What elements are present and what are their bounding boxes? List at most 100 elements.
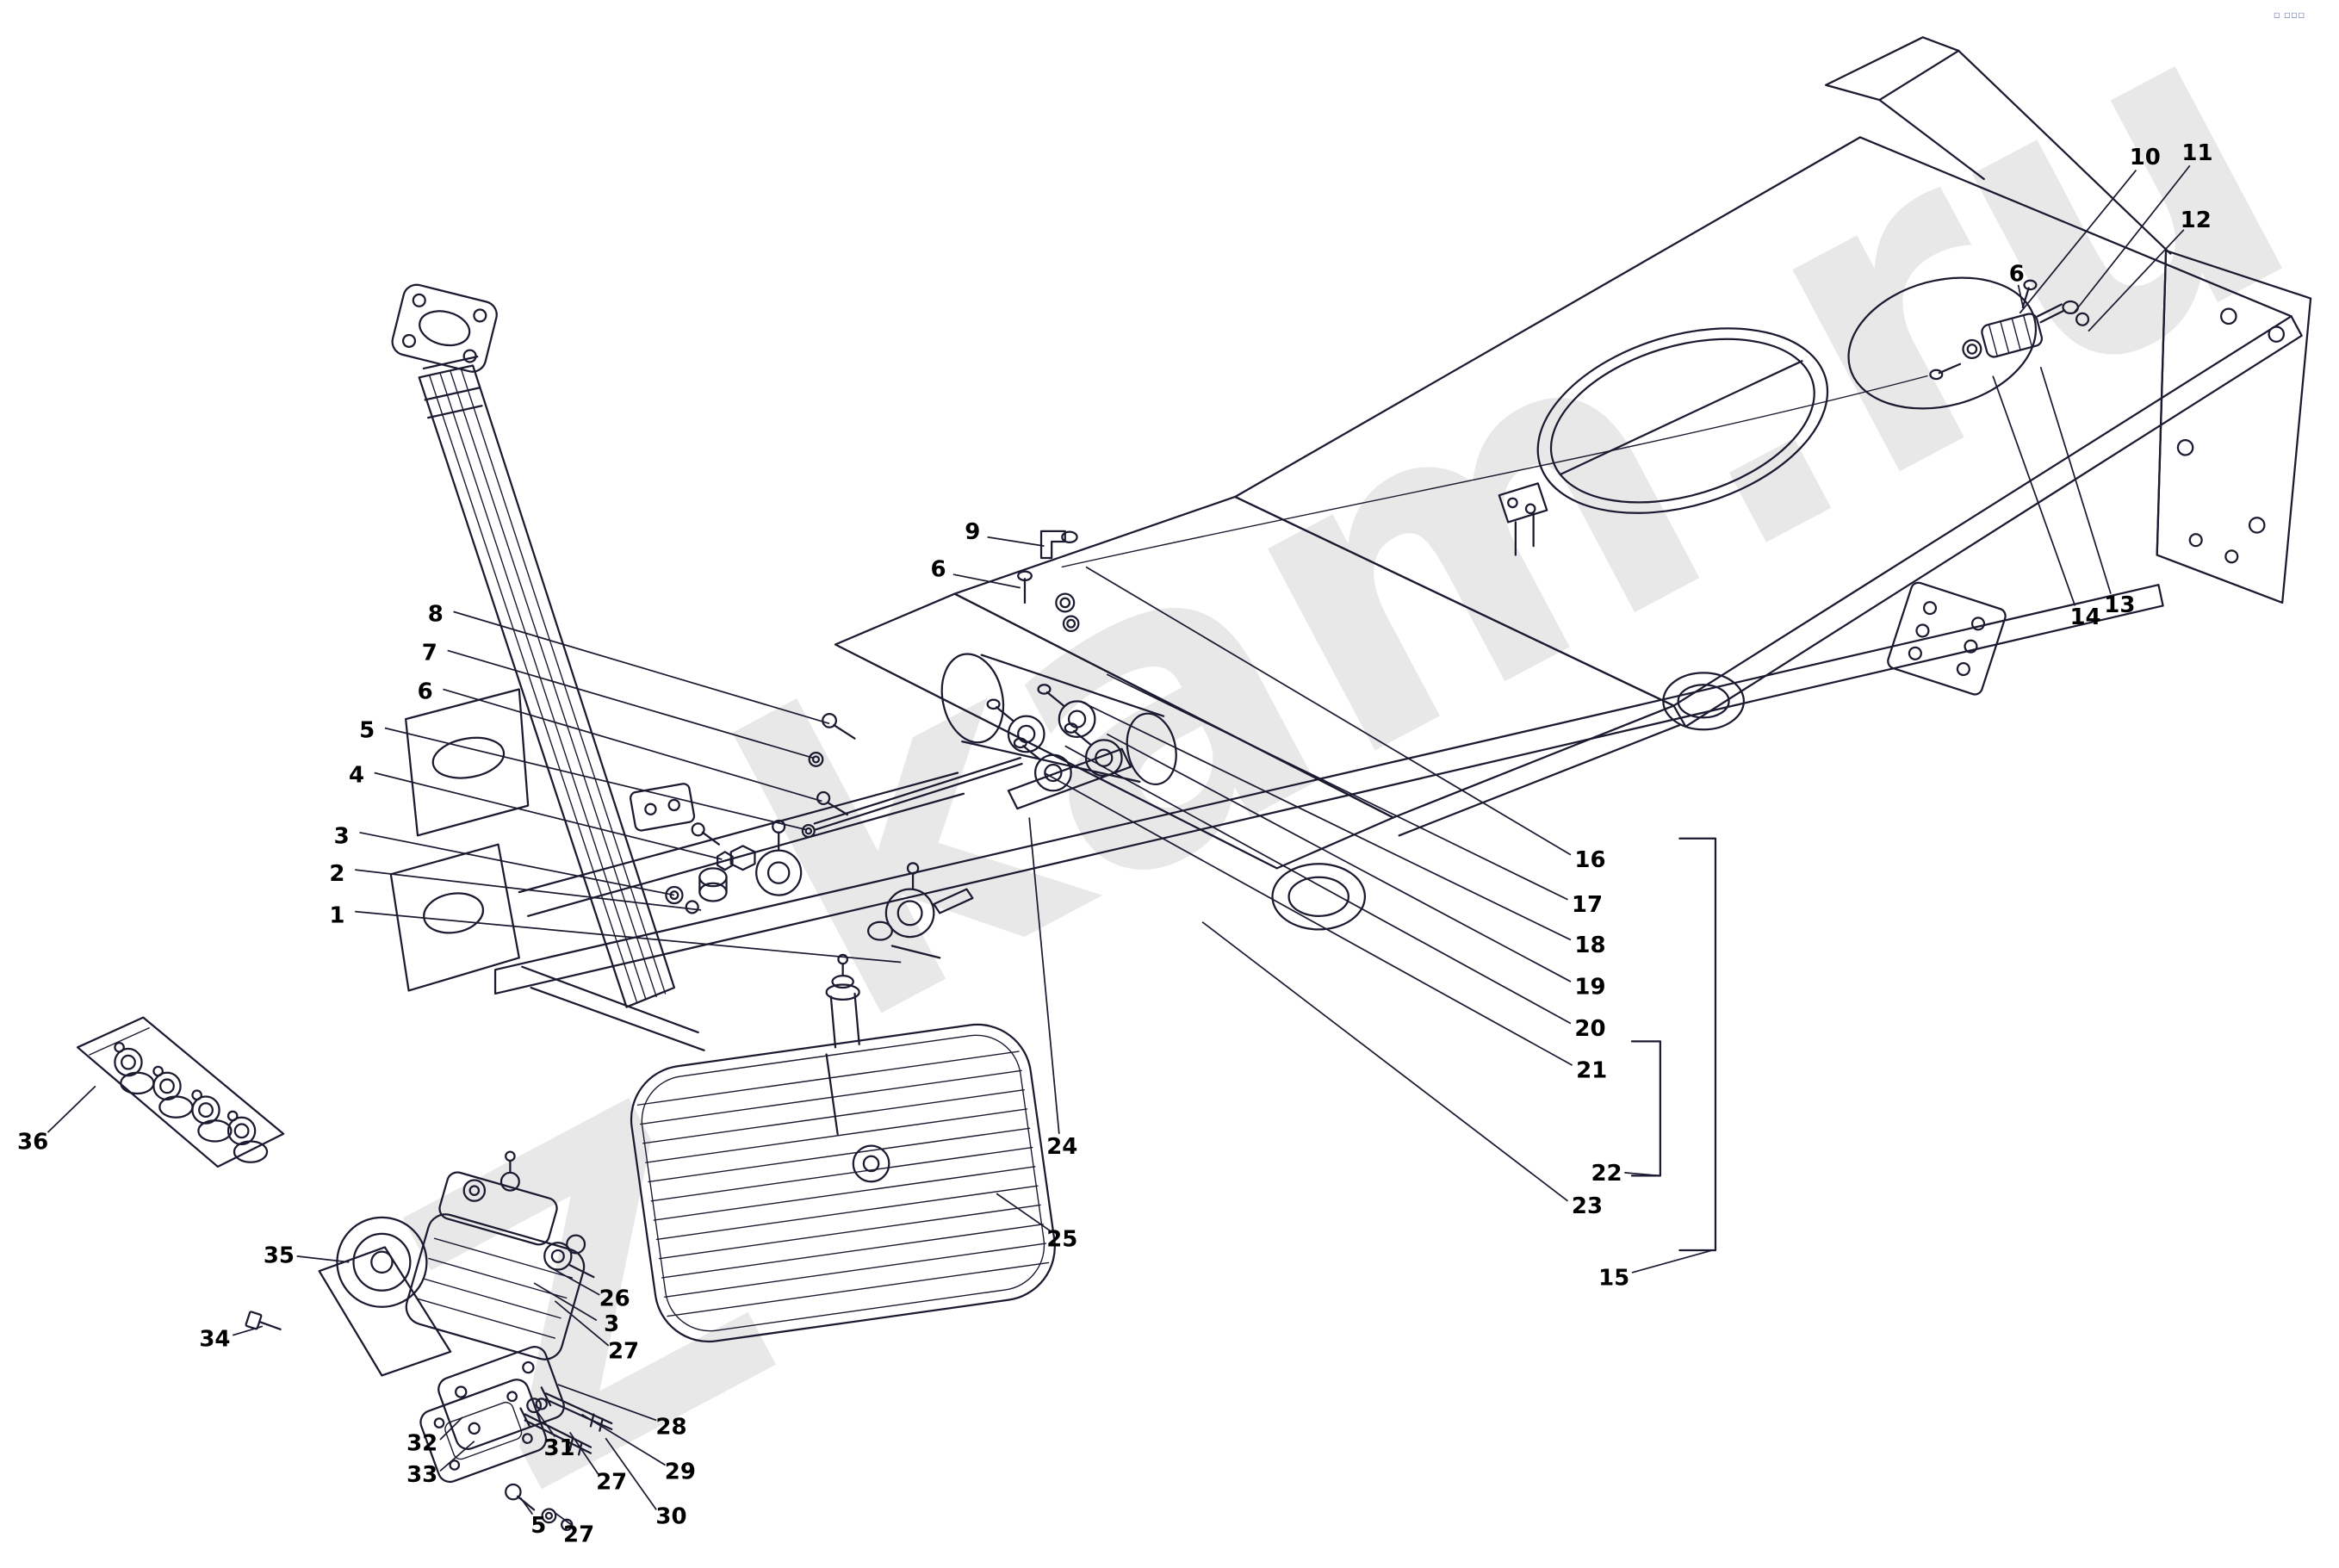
callout-label: 26 [599, 1286, 630, 1312]
callout-leader-line [1624, 1171, 1660, 1177]
callout-label: 27 [608, 1338, 639, 1364]
fuel-tank [630, 953, 1056, 1343]
frame-valve-parts [1929, 279, 2090, 381]
callout-label: 21 [1576, 1058, 1607, 1084]
callout-leader-line [1106, 733, 1572, 982]
callout-label: 9 [965, 519, 980, 545]
callout-leader-line [2019, 169, 2137, 314]
callout-leader-line [439, 1441, 475, 1472]
corner-marks: ▫ ▫▫▫ [2274, 9, 2305, 21]
callout-label: 3 [334, 824, 350, 850]
watermark: kam.ru Z ▫ ▫▫▫ [344, 0, 2339, 1568]
callout-leader-line [1044, 772, 1573, 1066]
callout-leader-line [557, 1384, 657, 1422]
callout-label: 7 [422, 640, 437, 666]
compressor-assembly [245, 1150, 613, 1531]
callout-leader-line [2039, 366, 2112, 594]
callout-leader-line [2017, 284, 2024, 307]
callout-leader-line [536, 1410, 556, 1438]
valve-assemblies [665, 530, 1132, 959]
mounting-plate [437, 1346, 565, 1450]
callout-label: 24 [1046, 1134, 1077, 1160]
callout-label: 6 [2009, 261, 2025, 287]
callout-leader-line [1079, 700, 1572, 941]
callout-label: 14 [2069, 604, 2100, 630]
callout-label: 35 [264, 1243, 295, 1268]
callout-leader-line [1992, 375, 2076, 606]
callout-label: 8 [428, 601, 444, 627]
callout-leader-line [568, 1431, 599, 1475]
watermark-text: kam.ru [669, 0, 2339, 1117]
callout-label: 18 [1574, 933, 1605, 958]
protection-valves [986, 684, 1132, 810]
callout-leader-line [232, 1325, 264, 1336]
callout-leader-line [1028, 817, 1060, 1134]
callout-leader-line [987, 536, 1045, 548]
reference-brackets [1630, 837, 1717, 1252]
callout-leader-line [439, 1416, 463, 1441]
deck-valve-opening [1847, 276, 2038, 410]
brake-valve-b [866, 862, 974, 959]
callout-leader-line [996, 1193, 1051, 1232]
callout-leader-line [355, 869, 702, 911]
callout-label: 30 [655, 1504, 686, 1530]
callout-leader-line [1631, 1249, 1713, 1274]
callout-label: 2 [329, 861, 344, 887]
column-flange [391, 283, 498, 373]
hoist-column [391, 283, 676, 1008]
callout-label: 15 [1598, 1265, 1629, 1291]
callout-label: 36 [17, 1130, 48, 1156]
callout-label: 12 [2181, 208, 2212, 233]
callout-label: 20 [1574, 1016, 1605, 1042]
callout-label: 32 [406, 1431, 437, 1457]
callout-leader-line [554, 1300, 610, 1347]
callout-label: 5 [530, 1513, 546, 1539]
callout-label: 6 [930, 556, 946, 582]
callout-label: 25 [1046, 1226, 1077, 1252]
callout-label: 17 [1572, 892, 1603, 918]
callout-label: 23 [1572, 1193, 1603, 1219]
callout-label: 27 [563, 1522, 594, 1547]
callout-label: 29 [665, 1460, 696, 1485]
callout-leader-line [296, 1255, 350, 1263]
callout-leader-line [47, 1085, 96, 1133]
callout-leader-line [1085, 566, 1572, 856]
callout-label: 19 [1574, 975, 1605, 1001]
callout-label: 33 [406, 1462, 437, 1488]
elbow-fitting [1039, 530, 1066, 560]
callout-label: 5 [359, 717, 375, 743]
callout-label: 31 [543, 1435, 574, 1461]
callout-leader-line [384, 727, 806, 831]
callout-leader-line [2088, 229, 2185, 332]
callout-label: 11 [2181, 140, 2212, 166]
brake-valve-a [665, 819, 803, 914]
callout-leader-line [443, 688, 822, 803]
callout-label: 1 [329, 902, 344, 928]
callout-label: 16 [1574, 847, 1605, 873]
callout-leader-line [952, 573, 1021, 589]
callout-label: 28 [655, 1415, 686, 1441]
tank-cap [852, 1144, 890, 1183]
callout-leader-line [1201, 921, 1569, 1202]
callout-leader-line [1106, 673, 1568, 901]
callout-leader-line [549, 1266, 600, 1296]
callout-label: 4 [349, 762, 364, 788]
callout-leader-line [359, 831, 675, 896]
callout-leader-line [554, 1512, 572, 1526]
callout-leader-line [355, 910, 902, 964]
callout-leader-line [519, 1497, 534, 1515]
callout-label: 34 [199, 1326, 230, 1352]
gasket [419, 1379, 548, 1484]
chassis-frame [389, 36, 2312, 1252]
callout-label: 6 [418, 679, 433, 704]
callout-leader-line [581, 1413, 666, 1466]
deck-large-hole [1536, 327, 1829, 514]
compressor-pulley [336, 1216, 428, 1308]
callout-label: 13 [2104, 592, 2135, 618]
valve-bank [76, 1016, 285, 1168]
callout-leader-line [453, 610, 830, 725]
callout-leader-line [2072, 164, 2191, 314]
